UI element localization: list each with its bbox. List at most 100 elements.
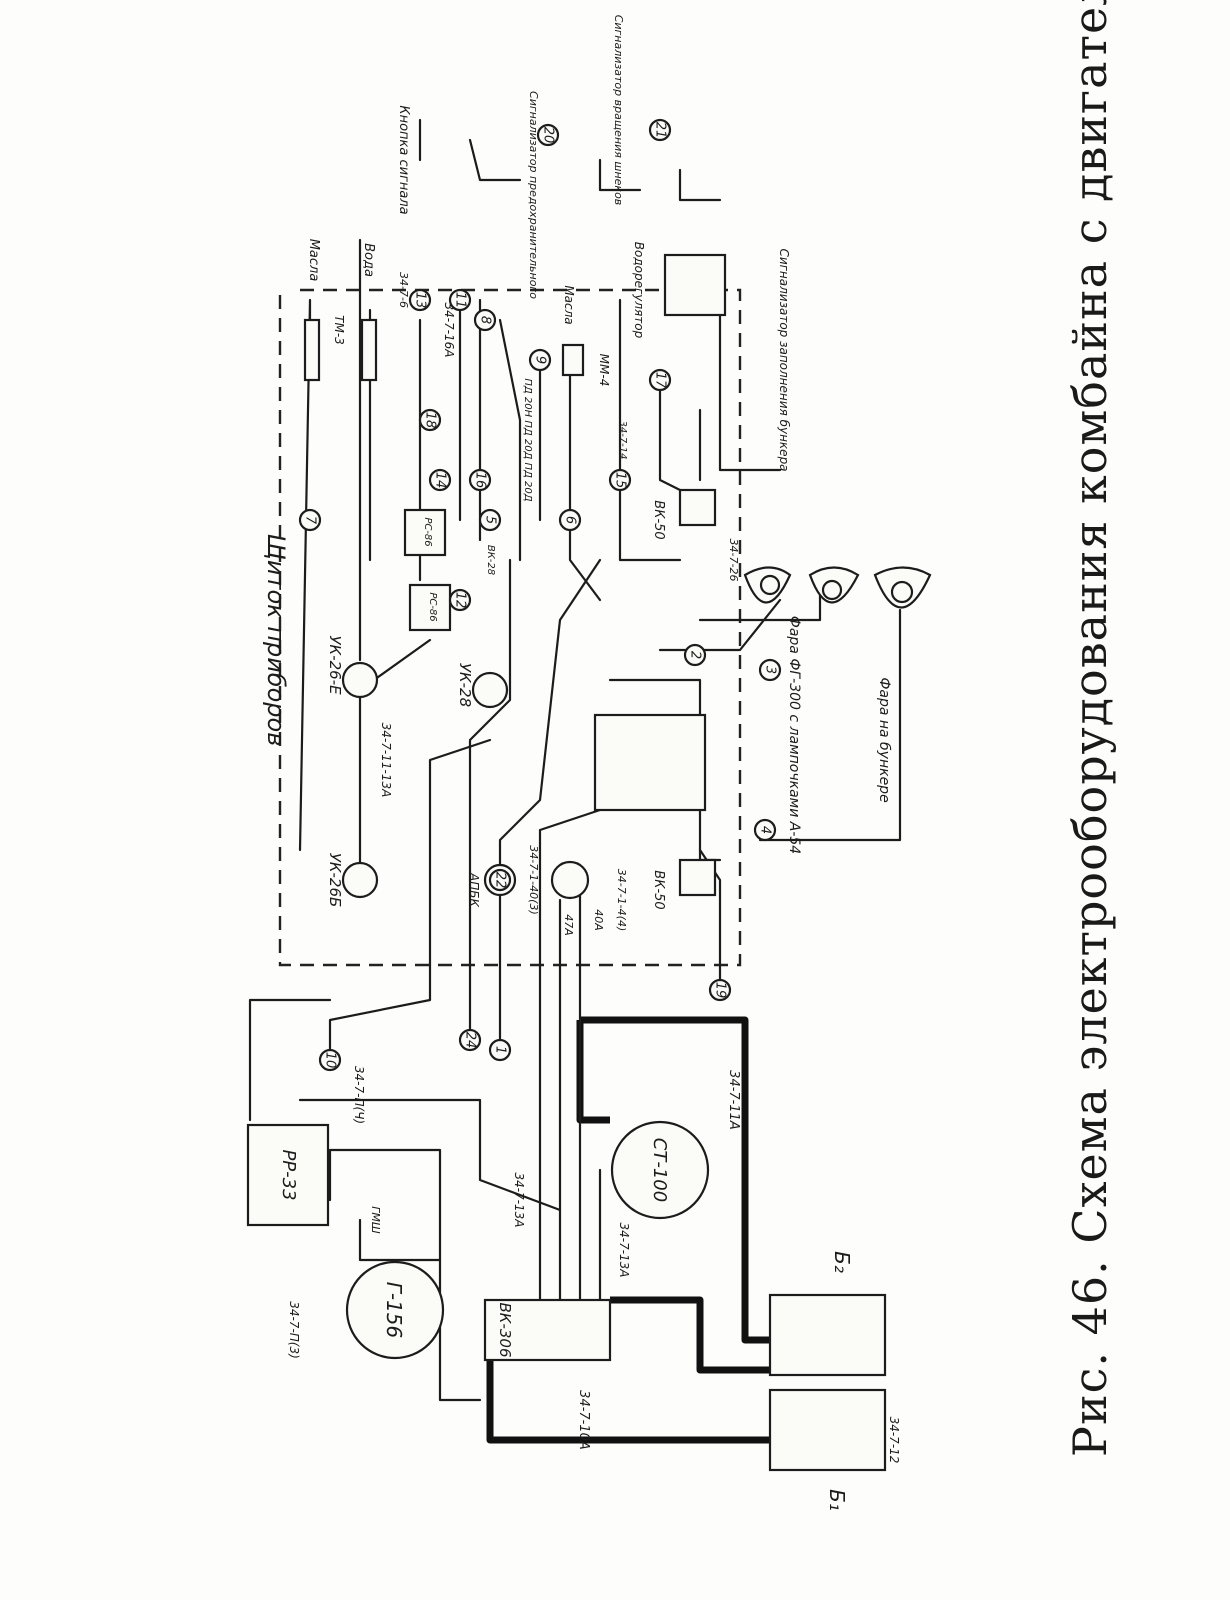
junction-node-7: 7 [298,508,322,532]
svg-text:10: 10 [323,1052,338,1069]
wire-tag-347116: 34-7-16А [442,302,456,357]
light-switch-block [593,713,707,812]
junction-node-12: 12 [448,588,472,612]
generator-label: Г-156 [382,1282,406,1339]
gauge-uk26e: УК-26-Е [326,635,379,699]
water-regulator: Водорегулятор [632,242,727,339]
junction-node-24: 24 [458,1028,482,1052]
junction-node-16: 16 [468,468,492,492]
starter-label: СТ-100 [649,1138,670,1202]
relay-rs86-1: РС-86 [403,508,447,557]
wire-tag-34712: 34-7-12 [887,1417,901,1464]
uk26e-label: УК-26-Е [326,635,344,695]
svg-text:24: 24 [463,1032,478,1049]
headlamp-3 [873,566,932,609]
switch-label: ВК-306 [496,1303,514,1358]
headlamp-1 [743,566,792,604]
relay-vk50-upper: ВК-50 [651,488,717,540]
svg-text:9: 9 [533,356,548,364]
battery-b1: Б₁ [768,1388,887,1511]
sensor-tm3: ТМ-3 Вода [332,243,378,382]
gms-label: ГМШ [369,1206,382,1234]
gauge-uk26b: УК-26Б [326,853,379,908]
uk26b-label: УК-26Б [326,853,344,908]
junction-node-20: 20 [536,123,560,147]
svg-text:14: 14 [433,472,448,489]
water-level-label: Водорегулятор [632,242,646,339]
instrument-panel-outline [278,288,742,967]
signal-upper-label: Сигнализатор предохранительного [527,91,540,299]
svg-text:16: 16 [473,472,488,489]
svg-text:19: 19 [713,982,728,999]
vk50-lower-label: ВК-50 [651,870,666,909]
battery-b2-label: Б₂ [830,1251,854,1273]
svg-text:3: 3 [763,666,778,674]
pd-label: ПД 20Н ПД 20Д ПД 20Д [522,378,533,501]
wire-tag-3471-1a: 34-7-11-13А [379,723,393,798]
junction-node-2: 2 [683,643,707,667]
oil-sensor-label: Масла [562,285,576,324]
gauge-ammeter [550,860,590,900]
uk28-label: УК-28 [456,663,474,707]
mm4-label: ММ-4 [597,354,611,387]
starter-st100: СТ-100 [610,1120,710,1220]
sensor-oil-pressure: Масла [303,239,321,382]
water-label: Вода [361,243,376,277]
svg-text:4: 4 [758,826,773,834]
junction-node-19: 19 [708,978,732,1002]
battery-cable-starter [576,1020,610,1124]
relay-vk50-lower: ВК-50 [651,858,717,910]
junction-node-18: 18 [418,408,442,432]
headlamp-fg300-label: Фара ФГ-300 с лампочками А-54 [786,616,802,854]
svg-text:1: 1 [493,1046,508,1054]
svg-text:12: 12 [453,592,468,609]
svg-text:20: 20 [541,127,556,144]
battery-b2: Б₂ [768,1251,887,1377]
battery-b1-label: Б₁ [825,1489,849,1511]
junction-node-11: 11 [448,288,472,312]
headlamp-2 [808,566,860,604]
figure-caption: Рис. 46. Схема электрооборудования комба… [1063,0,1117,1457]
wire-tag-347114: 34-7-11А [726,1070,741,1130]
svg-text:21: 21 [653,122,668,139]
wire-tag-347118: 34-7-1-40(3) [527,845,540,914]
svg-text:11: 11 [453,292,468,309]
wire-tag-347117: 34-7-1-4(4) [615,869,628,931]
fuse-47a-label: 47А [562,914,575,936]
regulator-rr33: РР-33 [246,1123,330,1227]
regulator-label: РР-33 [278,1149,299,1200]
wire-tag-3471b: 34-7-П(3) [287,1301,301,1359]
wire-tag-34714: 34-7-14 [617,420,628,459]
junction-node-3: 3 [758,658,782,682]
terminal-vk28-label: ВК-28 [485,545,496,575]
svg-text:22: 22 [493,872,508,889]
ignition-switch-vk306: ВК-306 [483,1298,612,1362]
wire-tag-3476: 34-7-6 [397,272,410,308]
generator-g156: Г-156 [345,1260,445,1360]
rs86-1-label: РС-86 [422,517,433,546]
svg-text:5: 5 [483,516,498,524]
svg-text:2: 2 [688,651,703,659]
wire-tag-3471: 34-7-П(Ч) [352,1066,366,1124]
junction-node-9: 9 [528,348,552,372]
signal-bunker-label: Сигнализатор заполнения бункера [777,248,791,471]
apbk-label: АПБК [467,872,481,907]
junction-node-1: 1 [488,1038,512,1062]
junction-node-15: 15 [608,468,632,492]
wire-tag-347110: 34-7-10А [576,1390,591,1450]
signal-button-label: Кнопка сигнала [396,105,411,214]
svg-text:17: 17 [653,372,668,389]
svg-text:15: 15 [613,472,628,489]
junction-node-22: 22 [488,868,512,892]
oil-label: Масла [306,239,321,282]
junction-node-17: 17 [648,368,672,392]
svg-text:8: 8 [478,316,493,324]
headlamp-bunker-label: Фара на бункере [876,677,892,802]
panel-title: Щиток приборов [262,534,290,747]
vk50-upper-label: ВК-50 [651,500,666,539]
svg-text:18: 18 [423,412,438,429]
svg-text:7: 7 [303,516,318,525]
svg-text:13: 13 [413,292,428,309]
battery-cable-main [580,1016,775,1344]
